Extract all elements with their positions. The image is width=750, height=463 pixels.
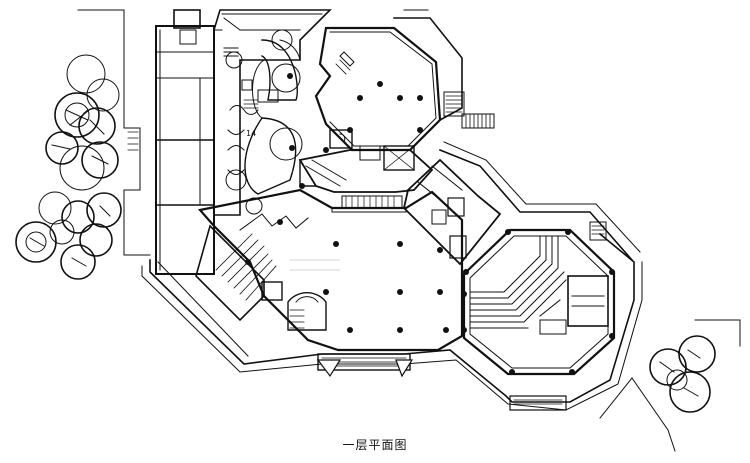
central-connector [298, 145, 434, 209]
northeast-block [403, 141, 641, 266]
courtyard-garden: 14 [213, 9, 332, 216]
room-number-label: 14 [246, 129, 256, 138]
north-octagon [314, 9, 495, 152]
right-trees [649, 335, 716, 413]
outer-walls-south [141, 232, 643, 411]
auditorium [462, 228, 616, 376]
left-trees [15, 54, 122, 280]
site-lines [77, 9, 741, 452]
drawing-caption: 一层平面图 [342, 438, 408, 452]
structural-columns [245, 73, 615, 375]
main-hall [195, 188, 464, 352]
